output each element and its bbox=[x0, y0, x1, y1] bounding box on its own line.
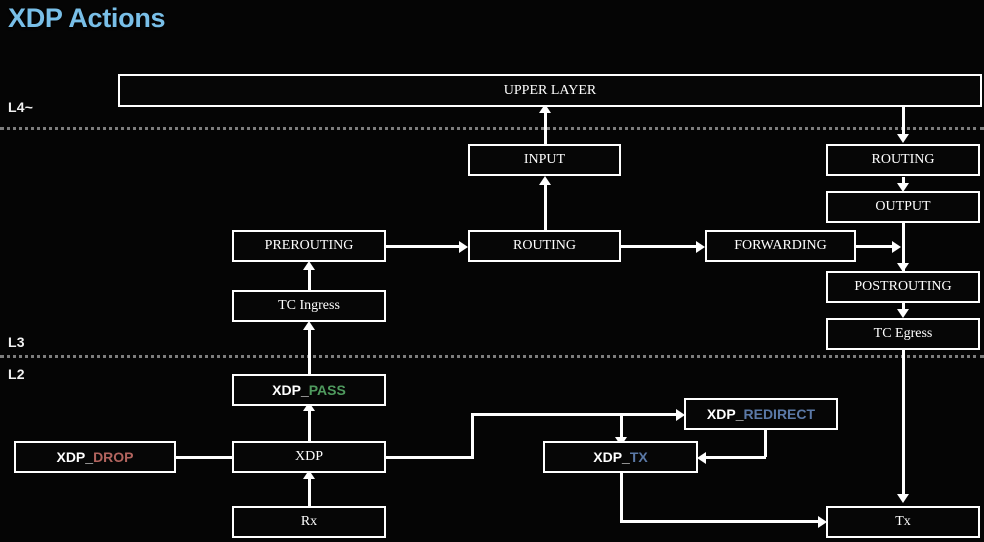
connector-tx-down bbox=[620, 472, 623, 522]
node-tc-ingress[interactable]: TC Ingress bbox=[232, 290, 386, 322]
node-upper-layer[interactable]: UPPER LAYER bbox=[118, 74, 982, 107]
arrowhead-tcingress-to-prerouting bbox=[303, 261, 315, 270]
arrowhead-rx-to-xdp bbox=[303, 470, 315, 479]
connector-branch-to-tx bbox=[620, 413, 623, 441]
node-xdp-tx-prefix: XDP_ bbox=[593, 449, 630, 465]
connector-rx-to-xdp bbox=[308, 472, 311, 506]
node-xdp-drop[interactable]: XDP_DROP bbox=[14, 441, 176, 473]
node-prerouting[interactable]: PREROUTING bbox=[232, 230, 386, 262]
arrowhead-input-to-upper bbox=[539, 104, 551, 113]
node-routing-right[interactable]: ROUTING bbox=[826, 144, 980, 176]
arrowhead-routing-to-forwarding bbox=[696, 241, 705, 253]
layer-label-l2: L2 bbox=[8, 366, 25, 382]
arrowhead-pass-to-tcingress bbox=[303, 321, 315, 330]
node-xdp[interactable]: XDP bbox=[232, 441, 386, 473]
node-output-label: OUTPUT bbox=[875, 199, 931, 214]
node-xdp-redirect-keyword: REDIRECT bbox=[743, 406, 816, 422]
arrowhead-tcegress-to-tx bbox=[897, 494, 909, 503]
connector-redirect-to-tx bbox=[706, 456, 766, 459]
node-routing-mid[interactable]: ROUTING bbox=[468, 230, 621, 262]
node-xdp-pass[interactable]: XDP_PASS bbox=[232, 374, 386, 406]
node-forwarding[interactable]: FORWARDING bbox=[705, 230, 856, 262]
layer-label-l3: L3 bbox=[8, 334, 25, 350]
node-prerouting-label: PREROUTING bbox=[264, 238, 354, 253]
node-forwarding-label: FORWARDING bbox=[734, 238, 827, 253]
node-input-label: INPUT bbox=[523, 152, 566, 167]
node-tx[interactable]: Tx bbox=[826, 506, 980, 538]
page-title: XDP Actions bbox=[8, 3, 166, 33]
node-output[interactable]: OUTPUT bbox=[826, 191, 980, 223]
node-tc-ingress-label: TC Ingress bbox=[278, 298, 340, 313]
connector-xdp-to-redirect bbox=[471, 413, 678, 416]
layer-label-l4: L4~ bbox=[8, 99, 34, 115]
connector-pass-to-tcingress bbox=[308, 324, 311, 374]
connector-input-to-upper bbox=[544, 107, 547, 145]
node-xdp-pass-prefix: XDP_ bbox=[272, 382, 309, 398]
connector-xdp-to-pass bbox=[308, 404, 311, 442]
separator-l4-l3 bbox=[0, 127, 984, 130]
node-postrouting[interactable]: POSTROUTING bbox=[826, 271, 980, 303]
arrowhead-routing-right-to-output bbox=[897, 183, 909, 192]
node-routing-right-label: ROUTING bbox=[871, 152, 935, 167]
arrowhead-tx-to-txbox bbox=[818, 516, 827, 528]
node-tc-egress-label: TC Egress bbox=[873, 326, 933, 341]
node-rx-label: Rx bbox=[300, 514, 318, 529]
connector-xdp-up bbox=[471, 413, 474, 459]
node-xdp-redirect[interactable]: XDP_REDIRECT bbox=[684, 398, 838, 430]
connector-routing-to-input bbox=[544, 179, 547, 231]
connector-upper-to-routing-right bbox=[902, 106, 905, 136]
node-xdp-drop-prefix: XDP_ bbox=[56, 449, 94, 465]
arrowhead-output-to-postrouting bbox=[897, 263, 909, 272]
connector-xdp-right-1 bbox=[386, 456, 474, 459]
connector-routing-to-forwarding bbox=[621, 245, 696, 248]
arrowhead-postrouting-to-tcegress bbox=[897, 309, 909, 318]
arrowhead-redirect-to-tx bbox=[697, 452, 706, 464]
connector-tcegress-to-tx bbox=[902, 350, 905, 498]
node-xdp-label: XDP bbox=[294, 449, 323, 464]
connector-prerouting-to-routing bbox=[386, 245, 459, 248]
node-xdp-pass-keyword: PASS bbox=[308, 382, 346, 398]
node-xdp-tx-keyword: TX bbox=[629, 449, 648, 465]
arrowhead-prerouting-to-routing bbox=[459, 241, 468, 253]
node-xdp-drop-keyword: DROP bbox=[93, 449, 134, 465]
connector-xdp-to-drop bbox=[176, 456, 234, 459]
node-xdp-tx[interactable]: XDP_TX bbox=[543, 441, 698, 473]
node-xdp-redirect-prefix: XDP_ bbox=[706, 406, 744, 422]
connector-output-to-postrouting bbox=[902, 223, 905, 273]
connector-tx-to-txbox bbox=[620, 520, 820, 523]
connector-postrouting-to-tcegress bbox=[902, 303, 905, 311]
arrowhead-upper-to-routing-right bbox=[897, 134, 909, 143]
connector-routing-right-to-output bbox=[902, 177, 905, 185]
arrowhead-routing-to-input bbox=[539, 176, 551, 185]
connector-forwarding-to-trunk bbox=[856, 245, 894, 248]
node-rx[interactable]: Rx bbox=[232, 506, 386, 538]
node-upper-layer-label: UPPER LAYER bbox=[503, 82, 597, 98]
separator-l3-l2 bbox=[0, 355, 984, 358]
arrowhead-xdp-to-redirect bbox=[676, 409, 685, 421]
connector-redirect-down bbox=[764, 429, 767, 457]
arrowhead-xdp-to-pass bbox=[303, 402, 315, 411]
connector-tcingress-to-prerouting bbox=[308, 264, 311, 292]
node-input[interactable]: INPUT bbox=[468, 144, 621, 176]
node-tc-egress[interactable]: TC Egress bbox=[826, 318, 980, 350]
arrowhead-forwarding-to-trunk bbox=[892, 241, 901, 253]
node-postrouting-label: POSTROUTING bbox=[854, 279, 952, 294]
node-routing-mid-label: ROUTING bbox=[513, 238, 576, 253]
node-tx-label: Tx bbox=[895, 514, 911, 529]
